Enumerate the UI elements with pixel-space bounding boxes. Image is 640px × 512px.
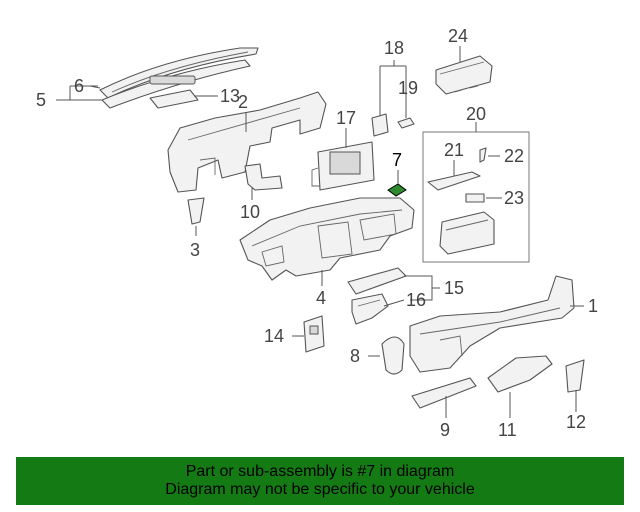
part-18-clip: [371, 113, 389, 137]
part-4-instrument-panel: [239, 197, 415, 281]
part-11-bracket: [487, 355, 553, 393]
callout-6: 6: [74, 76, 84, 96]
callout-24: 24: [448, 26, 468, 46]
callout-7: 7: [392, 150, 402, 170]
callout-20: 20: [466, 104, 486, 124]
part-8-trim: [381, 336, 405, 375]
part-1-support: [409, 275, 575, 373]
part-6-defroster-strip: [99, 47, 259, 99]
callout-17: 17: [336, 108, 356, 128]
part-7-highlighted: [387, 183, 407, 197]
part-19-pad: [397, 117, 415, 129]
callout-22: 22: [504, 146, 524, 166]
callout-3: 3: [190, 240, 200, 260]
callout-2: 2: [238, 92, 248, 112]
leader-lines: [56, 46, 584, 418]
callout-16: 16: [406, 290, 426, 310]
part-17-center-bezel: [311, 141, 375, 191]
callout-1: 1: [588, 296, 598, 316]
callout-9: 9: [440, 420, 450, 440]
part-13-bracket: [149, 89, 199, 109]
vehicle-fit-banner: Part or sub-assembly is #7 in diagram Di…: [16, 457, 624, 505]
callout-4: 4: [316, 288, 326, 308]
callout-19: 19: [398, 78, 418, 98]
part-14-bracket: [303, 315, 325, 353]
callout-13: 13: [220, 86, 240, 106]
callout-labels: 1 2 3 4 5 6 7 8 9 10 11 12 13 14 15 16 1…: [36, 26, 598, 440]
part-16-panel: [351, 293, 389, 325]
callout-21: 21: [444, 140, 464, 160]
part-3-trim: [187, 197, 205, 225]
callout-8: 8: [350, 346, 360, 366]
parts-diagram: 1 2 3 4 5 6 7 8 9 10 11 12 13 14 15 16 1…: [36, 26, 598, 440]
callout-12: 12: [566, 412, 586, 432]
callout-14: 14: [264, 326, 284, 346]
part-9-lower-panel: [411, 377, 477, 409]
banner-line-1: Part or sub-assembly is #7 in diagram: [185, 463, 455, 480]
banner-line-2: Diagram may not be specific to your vehi…: [165, 481, 475, 498]
part-15-lower-trim: [347, 267, 407, 295]
part-24-airbag: [435, 55, 493, 95]
part-5-duct-strip: [101, 59, 251, 109]
group-20-box: [422, 131, 530, 263]
part-10-duct: [244, 163, 283, 191]
callout-10: 10: [240, 202, 260, 222]
callout-5: 5: [36, 90, 46, 110]
part-2-support-beam: [167, 91, 327, 193]
callout-11: 11: [498, 420, 517, 440]
callout-15: 15: [444, 278, 464, 298]
callout-23: 23: [504, 188, 524, 208]
part-12-side-trim: [565, 359, 585, 393]
callout-18: 18: [384, 38, 404, 58]
